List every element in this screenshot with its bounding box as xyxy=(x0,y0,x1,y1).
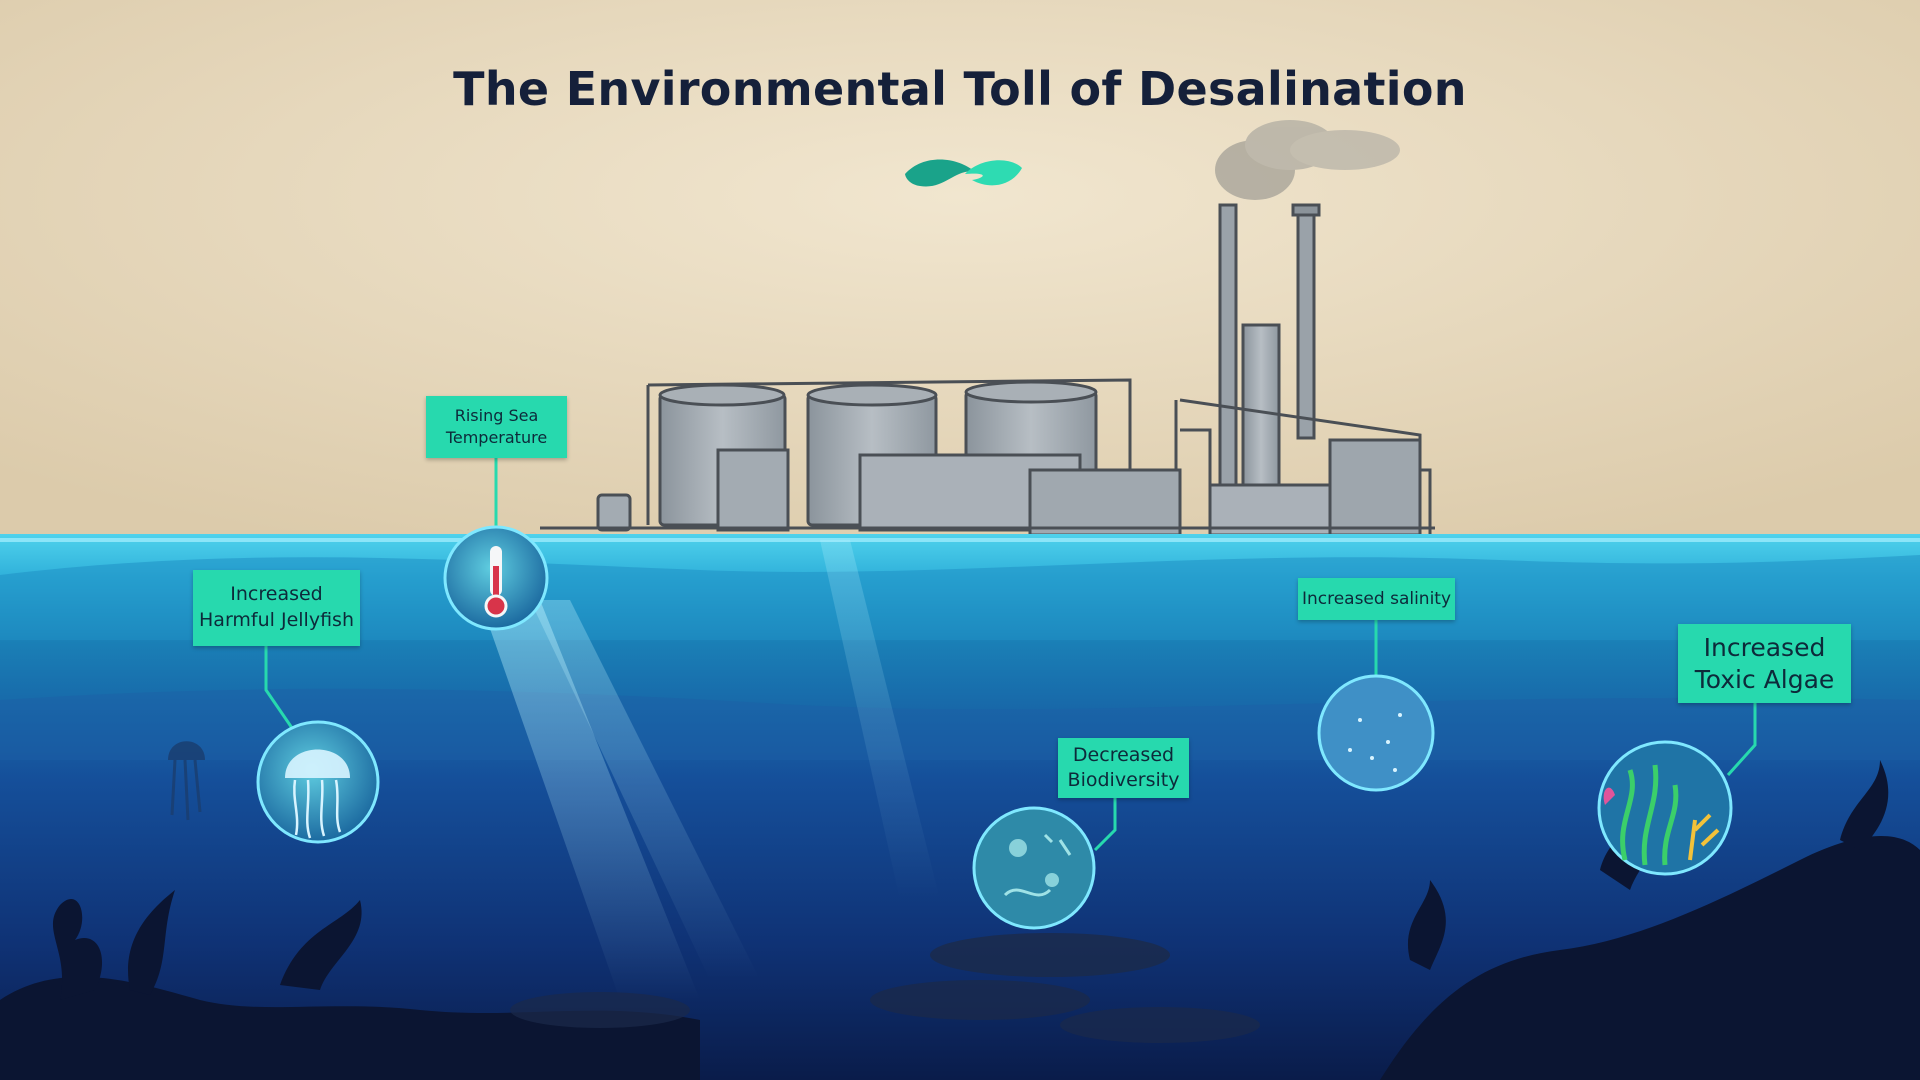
label-rising-sea-temperature: Rising Sea Temperature xyxy=(426,396,567,458)
label-increased-toxic-algae: Increased Toxic Algae xyxy=(1678,624,1851,703)
label-connectors xyxy=(264,458,1757,852)
salt-water-icon xyxy=(1317,674,1435,792)
label-increased-salinity: Increased salinity xyxy=(1298,578,1455,620)
midwater-wave xyxy=(0,688,1920,760)
light-rays xyxy=(480,540,940,1000)
label-decreased-biodiversity: Decreased Biodiversity xyxy=(1058,738,1189,798)
seafloor-silhouettes xyxy=(0,760,1920,1080)
jellyfish-silhouette xyxy=(168,741,205,821)
jellyfish-icon xyxy=(256,720,380,844)
plankton-icon xyxy=(972,806,1096,930)
label-text: Rising Sea Temperature xyxy=(445,406,548,447)
label-text: Increased salinity xyxy=(1301,588,1452,609)
smoke-icon xyxy=(1215,120,1400,200)
label-text: Decreased Biodiversity xyxy=(1067,744,1180,791)
label-text: Increased Toxic Algae xyxy=(1694,633,1835,694)
leaf-ornament-icon xyxy=(905,159,1022,187)
thermometer-icon xyxy=(443,525,549,631)
desalination-plant-illustration xyxy=(540,203,1435,537)
seaweed-icon xyxy=(1597,740,1733,876)
label-text: Increased Harmful Jellyfish xyxy=(199,583,354,631)
page-title: The Environmental Toll of Desalination xyxy=(453,62,1467,116)
label-increased-harmful-jellyfish: Increased Harmful Jellyfish xyxy=(193,570,360,646)
